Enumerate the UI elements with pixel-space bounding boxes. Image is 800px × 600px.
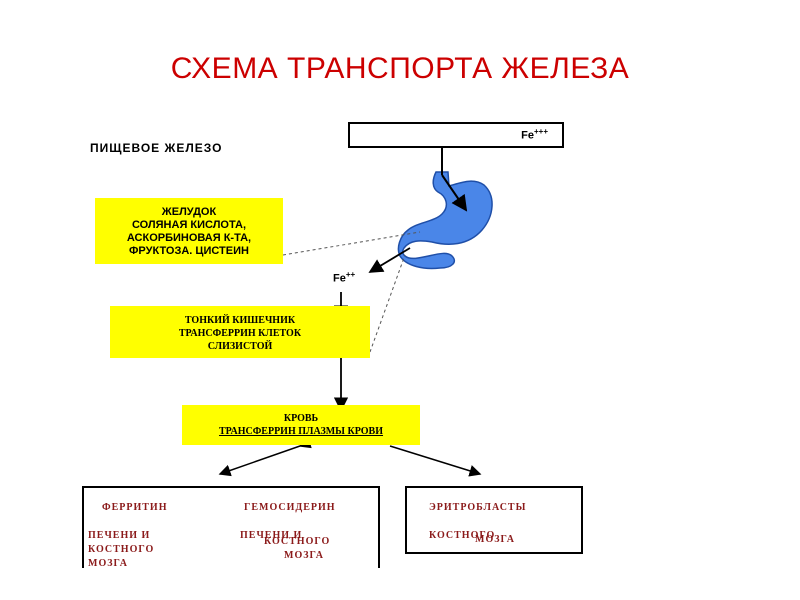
stomach-line-4: ФРУКТОЗА. ЦИСТЕИН xyxy=(129,245,249,257)
hemosiderin-sub-3: МОЗГА xyxy=(284,550,324,561)
stomach-box-pointer xyxy=(282,231,421,256)
ferritin-sub-3: МОЗГА xyxy=(88,558,128,569)
erythroblasts-box: ЭРИТРОБЛАСТЫ КОСТНОГО МОЗГА xyxy=(405,486,583,554)
intestine-box-pointer xyxy=(369,254,406,353)
diagram-title: СХЕМА ТРАНСПОРТА ЖЕЛЕЗА xyxy=(170,52,630,85)
ferritin-head: ФЕРРИТИН xyxy=(102,502,168,513)
food-iron-label: ПИЩЕВОЕ ЖЕЛЕЗО xyxy=(90,141,223,155)
ferritin-sub-1: ПЕЧЕНИ И xyxy=(88,530,151,541)
stomach-box: ЖЕЛУДОК СОЛЯНАЯ КИСЛОТА, АСКОРБИНОВАЯ К-… xyxy=(95,198,283,264)
blood-line-2: ТРАНСФЕРРИН ПЛАЗМЫ КРОВИ xyxy=(218,426,384,437)
blood-to-erythroblasts-arrow xyxy=(389,445,482,477)
hemosiderin-sub-1: ПЕЧЕНИ И xyxy=(240,530,303,541)
hemosiderin-head: ГЕМОСИДЕРИН xyxy=(244,502,336,513)
erythroblasts-sub-1: КОСТНОГО xyxy=(429,530,496,541)
blood-line-1: КРОВЬ xyxy=(283,413,319,424)
erythroblasts-head: ЭРИТРОБЛАСТЫ xyxy=(429,502,527,513)
hemosiderin-sub-2: КОСТНОГО xyxy=(264,536,331,547)
fe3-to-stomach-arrow xyxy=(441,174,468,212)
intestine-line-1: ТОНКИЙ КИШЕЧНИК xyxy=(184,315,296,326)
iron-stores-box: ФЕРРИТИН ГЕМОСИДЕРИН ПЕЧЕНИ И КОСТНОГО М… xyxy=(82,486,380,569)
stomach-line-1: ЖЕЛУДОК xyxy=(161,206,217,218)
fe3-label: Fe+++ xyxy=(521,127,548,142)
erythroblasts-sub-2: МОЗГА xyxy=(475,534,515,545)
fe3-input-box: Fe+++ xyxy=(348,122,564,148)
blood-to-stores-arrow xyxy=(218,436,312,477)
intestine-line-3: СЛИЗИСТОЙ xyxy=(207,341,273,352)
blood-box: КРОВЬ ТРАНСФЕРРИН ПЛАЗМЫ КРОВИ xyxy=(182,405,420,445)
fe2-label: Fe++ xyxy=(333,270,356,285)
intestine-box: ТОНКИЙ КИШЕЧНИК ТРАНСФЕРРИН КЛЕТОК СЛИЗИ… xyxy=(110,306,370,358)
stomach-line-3: АСКОРБИНОВАЯ К-ТА, xyxy=(126,232,252,244)
ferritin-sub-2: КОСТНОГО xyxy=(88,544,155,555)
stomach-line-2: СОЛЯНАЯ КИСЛОТА, xyxy=(131,219,247,231)
stomach-to-fe2-arrow xyxy=(368,247,411,273)
stomach-icon xyxy=(397,171,493,270)
intestine-line-2: ТРАНСФЕРРИН КЛЕТОК xyxy=(178,328,302,339)
